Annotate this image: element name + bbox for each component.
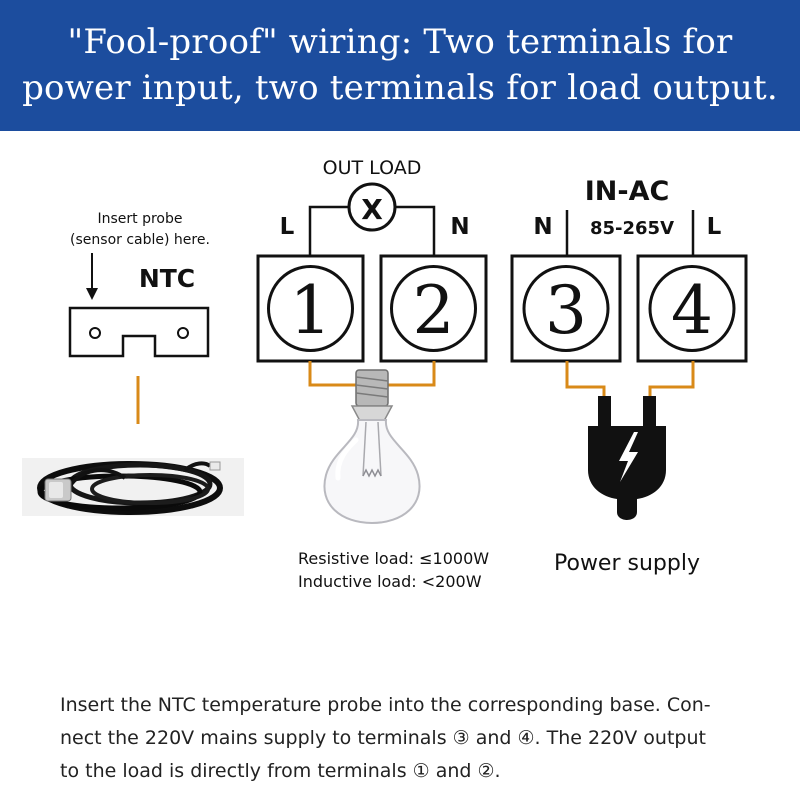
lamp-symbol-icon: X [347, 182, 397, 232]
header-line-2: power input, two terminals for load outp… [22, 68, 778, 108]
instructions-line-3: to the load is directly from terminals ①… [60, 760, 501, 782]
out-load-l-label: L [280, 214, 295, 240]
instructions-text: Insert the NTC temperature probe into th… [60, 689, 760, 788]
power-wires [565, 361, 695, 397]
in-ac-n-label: N [533, 214, 552, 240]
power-wiring-lines [565, 210, 695, 256]
terminal-2: 2 [379, 254, 488, 363]
terminal-3: 3 [510, 254, 622, 363]
probe-note-line-2: (sensor cable) here. [70, 232, 210, 248]
terminal-4: 4 [636, 254, 748, 363]
terminal-2-number: 2 [413, 272, 455, 349]
probe-base-icon [68, 306, 210, 358]
light-bulb-icon [323, 369, 421, 525]
in-ac-l-label: L [707, 214, 722, 240]
ntc-probe-cable-image [22, 458, 244, 516]
instructions-line-1: Insert the NTC temperature probe into th… [60, 694, 711, 716]
terminal-1-number: 1 [290, 272, 332, 349]
voltage-range-label: 85-265V [590, 218, 674, 239]
load-wiring-lines [308, 205, 436, 256]
load-wires [308, 361, 436, 387]
terminal-3-number: 3 [545, 272, 587, 349]
header-line-1: "Fool-proof" wiring: Two terminals for [67, 22, 733, 62]
lamp-symbol-x: X [361, 193, 383, 226]
out-load-n-label: N [450, 214, 469, 240]
ntc-label: NTC [139, 264, 195, 293]
header-banner: "Fool-proof" wiring: Two terminals for p… [0, 0, 800, 131]
lightning-icon [619, 432, 638, 482]
down-arrow-icon [86, 253, 98, 300]
power-supply-label: Power supply [554, 551, 700, 576]
terminal-1: 1 [256, 254, 365, 363]
terminal-4-number: 4 [671, 272, 713, 349]
instructions-line-2: nect the 220V mains supply to terminals … [60, 727, 706, 749]
inductive-load-text: Inductive load: <200W [298, 572, 482, 591]
out-load-label: OUT LOAD [323, 157, 422, 179]
in-ac-label: IN-AC [585, 176, 670, 207]
resistive-load-text: Resistive load: ≤1000W [298, 549, 489, 568]
probe-note-line-1: Insert probe [97, 211, 182, 227]
